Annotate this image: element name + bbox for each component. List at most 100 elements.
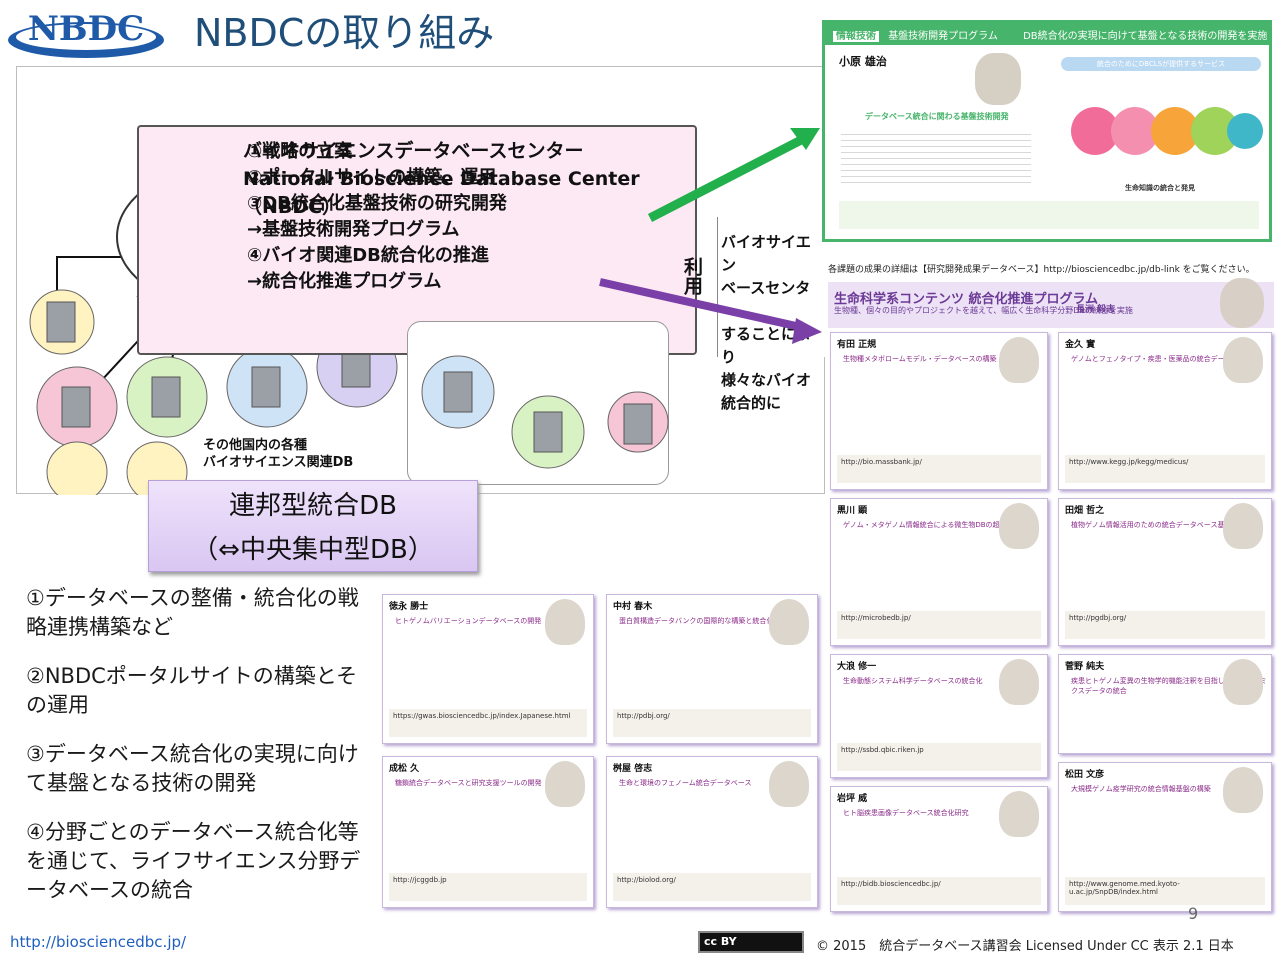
research-head: 長洲 毅志 — [1076, 305, 1116, 315]
card-person-name: 金久 實 — [1065, 340, 1096, 350]
nbdc-center-box: バイオサイエンスデータベースセンター National Bioscience D… — [137, 125, 697, 355]
project-card: 黒川 顕 ゲノム・メタゲノム情報統合による微生物DBの超高度化推進 http:/… — [830, 498, 1048, 646]
point-item: ①データベースの整備・統合化の戦略連携構築など — [26, 586, 359, 639]
use-text: バイオサイエン ベースセンター することにより 様々なバイオ 統合的に — [721, 231, 824, 415]
point-item: ②NBDCポータルサイトの構築とその運用 — [26, 664, 358, 717]
tech-bottom: 生命知識の統合と発見 — [1125, 184, 1195, 192]
logo-text: NBDC — [28, 9, 144, 49]
person-photo — [1223, 659, 1263, 705]
person-photo — [545, 761, 585, 807]
use-label: 利用 — [681, 257, 703, 295]
tech-service-graphic — [1071, 107, 1263, 155]
person-photo — [999, 337, 1039, 383]
use-text-line: 様々なバイオ — [721, 371, 812, 389]
life-program-subtitle: 生物種、個々の目的やプロジェクトを越えて、幅広く生命科学分野DBの統合を実施 — [834, 306, 1133, 315]
tech-service-title: 統合のためにDBCLSが提供するサービス — [1061, 57, 1261, 71]
card-person-name: 大浪 修一 — [837, 662, 877, 672]
card-person-name: 岩坪 威 — [837, 794, 868, 804]
other-db-label-line: その他国内の各種 — [203, 438, 308, 453]
footer-link[interactable]: http://biosciencedbc.jp/ — [10, 933, 187, 951]
life-program-banner: 生命科学系コンテンツ 統合化推進プログラム 生物種、個々の目的やプロジェクトを越… — [828, 278, 1274, 328]
role-item: ②ポータルサイトの構築、運用 — [247, 167, 497, 188]
card-project: ヒト脳疾患画像データベース統合化研究 — [843, 809, 969, 817]
card-db-url: http://pdbj.org/ — [613, 709, 811, 737]
role-item: ④バイオ関連DB統合化の推進 — [247, 245, 489, 266]
use-text-line: することにより — [721, 325, 812, 366]
tech-project: データベース統合に関わる基盤技術開発 — [865, 112, 1009, 121]
card-person-name: 成松 久 — [389, 764, 420, 774]
federated-subtitle: （⇔中央集中型DB） — [192, 535, 434, 565]
other-db-box — [407, 321, 669, 485]
tech-person: 小原 雄治 — [839, 55, 887, 68]
card-db-url: http://www.kegg.jp/kegg/medicus/ — [1065, 455, 1265, 483]
project-card: 金久 實 ゲノムとフェノタイプ・疾患・医薬品の統合データベース http://w… — [1058, 332, 1272, 490]
person-photo — [999, 791, 1039, 837]
point-item: ④分野ごとのデータベース統合化等を通じて、ライフサイエンス分野データベースの統合 — [26, 820, 361, 902]
project-card: 桝屋 啓志 生命と環境のフェノーム統合データベース http://biolod.… — [606, 756, 818, 908]
role-item: ③DB統合化基盤技術の研究開発 — [247, 193, 507, 214]
person-photo — [769, 599, 809, 645]
card-db-url: http://bidb.biosciencedbc.jp/ — [837, 877, 1041, 905]
card-db-url: http://microbedb.jp/ — [837, 611, 1041, 639]
project-card: 中村 春木 蛋白質構造データバンクの国際的な構築と統合化 http://pdbj… — [606, 594, 818, 744]
other-db-graphic — [421, 355, 669, 469]
card-person-name: 中村 春木 — [613, 602, 653, 612]
role-item: →統合化推進プログラム — [247, 271, 442, 292]
card-project: ゲノム・メタゲノム情報統合による微生物DBの超高度化推進 — [843, 521, 1035, 529]
life-program-title: 生命科学系コンテンツ 統合化推進プログラム — [834, 292, 1099, 307]
role-item: ①戦略の立案 — [247, 141, 353, 162]
center-title-en: National Bioscience Database Center（NBDC… — [243, 168, 640, 218]
role-list: ①戦略の立案 ②ポータルサイトの構築、運用 ③DB統合化基盤技術の研究開発 →基… — [247, 139, 507, 295]
research-head-photo — [1220, 278, 1264, 328]
page-number: 9 — [1188, 904, 1199, 923]
card-project: 植物ゲノム情報活用のための統合データベース基盤の構築 — [1071, 521, 1253, 529]
project-card: 田畑 哲之 植物ゲノム情報活用のための統合データベース基盤の構築 http://… — [1058, 498, 1272, 646]
card-project: 生物種メタボロームモデル・データベースの構築 — [843, 355, 997, 363]
card-person-name: 有田 正規 — [837, 340, 877, 350]
other-db-label: その他国内の各種 バイオサイエンス関連DB — [203, 437, 353, 471]
activity-points: ①データベースの整備・統合化の戦略連携構築など ②NBDCポータルサイトの構築と… — [26, 584, 378, 925]
federated-db-box: 連邦型統合DB （⇔中央集中型DB） — [148, 480, 478, 572]
card-project: 蛋白質構造データバンクの国際的な構築と統合化 — [619, 617, 774, 625]
card-project: ヒトゲノムバリエーションデータベースの開発 — [395, 617, 542, 625]
project-card: 松田 文彦 大規模ゲノム疫学研究の統合情報基盤の構築 http://www.ge… — [1058, 762, 1272, 912]
person-photo — [769, 761, 809, 807]
tech-program-bar: 情報技術 基盤技術開発プログラム DB統合化の実現に向けて基盤となる技術の開発を… — [825, 23, 1269, 45]
card-project: 糖鎖統合データベースと研究支援ツールの開発 — [395, 779, 542, 787]
other-db-label-line: バイオサイエンス関連DB — [203, 455, 354, 470]
card-db-url: http://ssbd.qbic.riken.jp — [837, 743, 1041, 771]
tech-person-photo — [975, 53, 1021, 105]
tech-program-subtitle: DB統合化の実現に向けて基盤となる技術の開発を実施 — [1023, 31, 1268, 42]
license-text: © 2015 統合データベース講習会 Licensed Under CC 表示 … — [816, 939, 1234, 954]
project-card: 有田 正規 生物種メタボロームモデル・データベースの構築 http://bio.… — [830, 332, 1048, 490]
project-card: 大浪 修一 生命動態システム科学データベースの統合化 http://ssbd.q… — [830, 654, 1048, 778]
card-db-url: http://pgdbj.org/ — [1065, 611, 1265, 639]
role-item: →基盤技術開発プログラム — [247, 219, 460, 240]
use-text-line: 統合的に — [721, 394, 782, 412]
project-card: 菅野 純夫 疾患ヒトゲノム変異の生物学的機能注釈を目指した多階層オミクスデータの… — [1058, 654, 1272, 754]
card-project: 疾患ヒトゲノム変異の生物学的機能注釈を目指した多階層オミクスデータの統合 — [1071, 677, 1267, 695]
person-photo — [545, 599, 585, 645]
nbdc-logo: NBDC — [8, 9, 164, 58]
person-photo — [999, 659, 1039, 705]
nbdc-diagram: バイオサイエンスデータベースセンター National Bioscience D… — [16, 66, 827, 495]
federated-title: 連邦型統合DB — [229, 491, 397, 521]
card-db-url: https://gwas.biosciencedbc.jp/index.Japa… — [389, 709, 587, 737]
tech-program-panel: 情報技術 基盤技術開発プログラム DB統合化の実現に向けて基盤となる技術の開発を… — [822, 20, 1272, 242]
person-photo — [1223, 337, 1263, 383]
card-db-url: http://www.genome.med.kyoto-u.ac.jp/SnpD… — [1065, 877, 1265, 905]
use-text-line: バイオサイエン — [721, 233, 811, 274]
tech-tag: 情報技術 — [833, 31, 879, 42]
project-card: 成松 久 糖鎖統合データベースと研究支援ツールの開発 http://jcggdb… — [382, 756, 594, 908]
point-item: ③データベース統合化の実現に向けて基盤となる技術の開発 — [26, 742, 359, 795]
card-db-url: http://bio.massbank.jp/ — [837, 455, 1041, 483]
card-person-name: 黒川 顕 — [837, 506, 868, 516]
tech-description — [841, 129, 1031, 185]
card-person-name: 松田 文彦 — [1065, 770, 1105, 780]
cc-license-badge: cc BY — [698, 931, 804, 953]
card-db-url: http://jcggdb.jp — [389, 873, 587, 901]
person-photo — [1223, 503, 1263, 549]
page-title: NBDCの取り組み — [194, 11, 495, 55]
life-note: 各課題の成果の詳細は【研究開発成果データベース】http://bioscienc… — [828, 265, 1255, 275]
person-photo — [999, 503, 1039, 549]
